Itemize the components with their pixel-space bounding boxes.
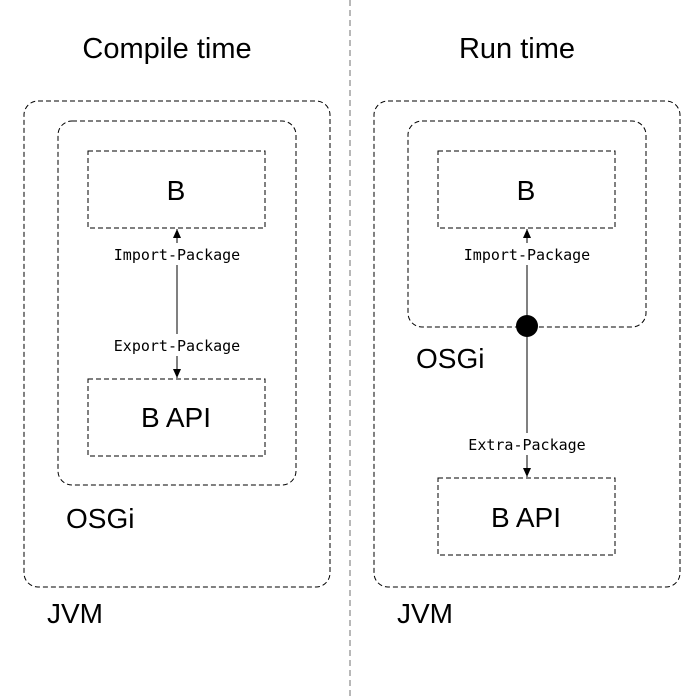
jvm-label-right: JVM [397,598,453,629]
jvm-label-left: JVM [47,598,103,629]
export-label-bg-left [100,334,254,356]
import-label-bg-left [100,243,254,265]
jvm-container-right [373,100,681,588]
b-api-label-left: B API [141,402,211,433]
extra-package-label-right: Extra-Package [468,436,585,454]
import-label-bg-right [450,243,604,265]
b-api-box-left [87,378,266,457]
osgi-container-left [57,120,297,486]
b-label-left: B [167,175,186,206]
run-time-title: Run time [459,33,575,65]
extra-label-bg-right [455,433,599,455]
export-package-label-left: Export-Package [114,337,240,355]
compile-time-panel: Compile time B B API Import-Package Expo… [23,33,331,629]
run-time-panel: Run time B B API Import-Package Extra-Pa… [373,33,681,629]
b-box-left [87,150,266,229]
b-box-right [437,150,616,229]
import-package-label-left: Import-Package [114,246,240,264]
connection-dot [516,315,538,337]
osgi-label-right: OSGi [416,343,484,374]
b-label-right: B [517,175,536,206]
jvm-container-left [23,100,331,588]
b-api-box-right [437,477,616,556]
osgi-label-left: OSGi [66,503,134,534]
compile-time-title: Compile time [82,33,251,65]
import-package-label-right: Import-Package [464,246,590,264]
b-api-label-right: B API [491,502,561,533]
